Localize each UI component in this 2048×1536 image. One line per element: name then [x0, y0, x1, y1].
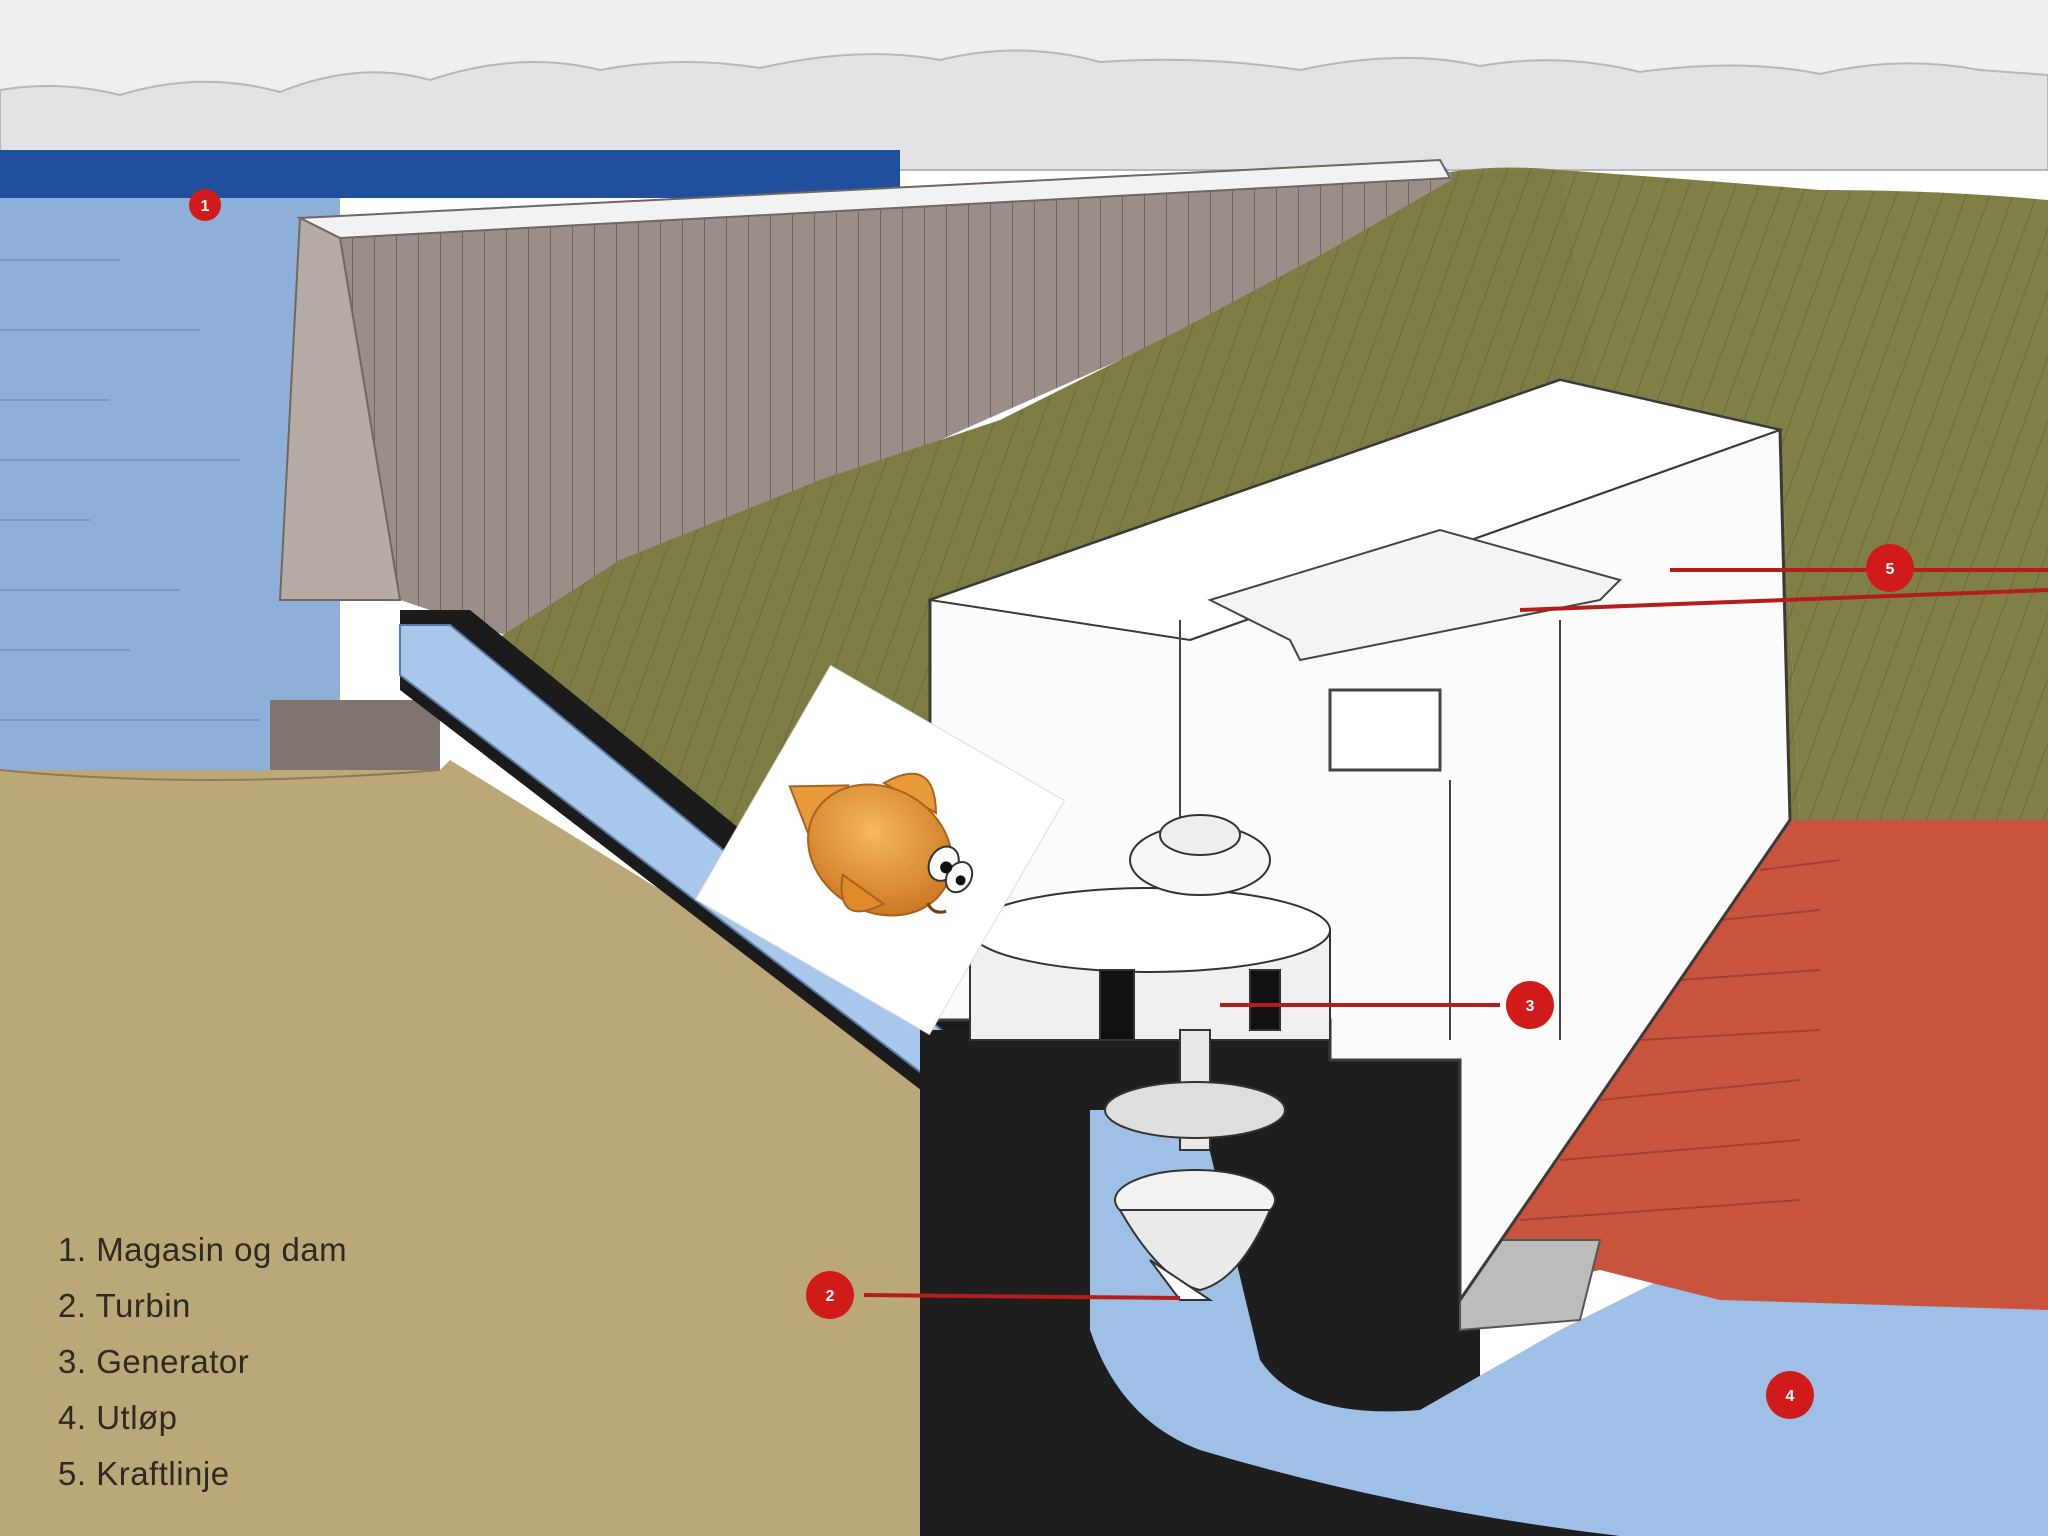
- legend-item-generator: 3. Generator: [58, 1334, 347, 1390]
- marker-4: 4: [1766, 1371, 1814, 1419]
- crane-box: [1330, 690, 1440, 770]
- svg-text:3: 3: [1526, 998, 1535, 1015]
- legend-item-magasin: 1. Magasin og dam: [58, 1222, 347, 1278]
- svg-text:4: 4: [1786, 1388, 1795, 1405]
- legend-item-kraftlinje: 5. Kraftlinje: [58, 1446, 347, 1502]
- legend-item-turbin: 2. Turbin: [58, 1278, 347, 1334]
- svg-text:5: 5: [1886, 561, 1895, 578]
- legend: 1. Magasin og dam 2. Turbin 3. Generator…: [58, 1222, 347, 1502]
- reservoir-surface: [0, 150, 900, 198]
- marker-3: 3: [1506, 981, 1554, 1029]
- marker-2: 2: [806, 1271, 854, 1319]
- legend-item-utlop: 4. Utløp: [58, 1390, 347, 1446]
- svg-text:1: 1: [201, 198, 210, 215]
- marker-1: 1: [189, 189, 221, 221]
- marker-5: 5: [1866, 544, 1914, 592]
- svg-text:2: 2: [826, 1288, 835, 1305]
